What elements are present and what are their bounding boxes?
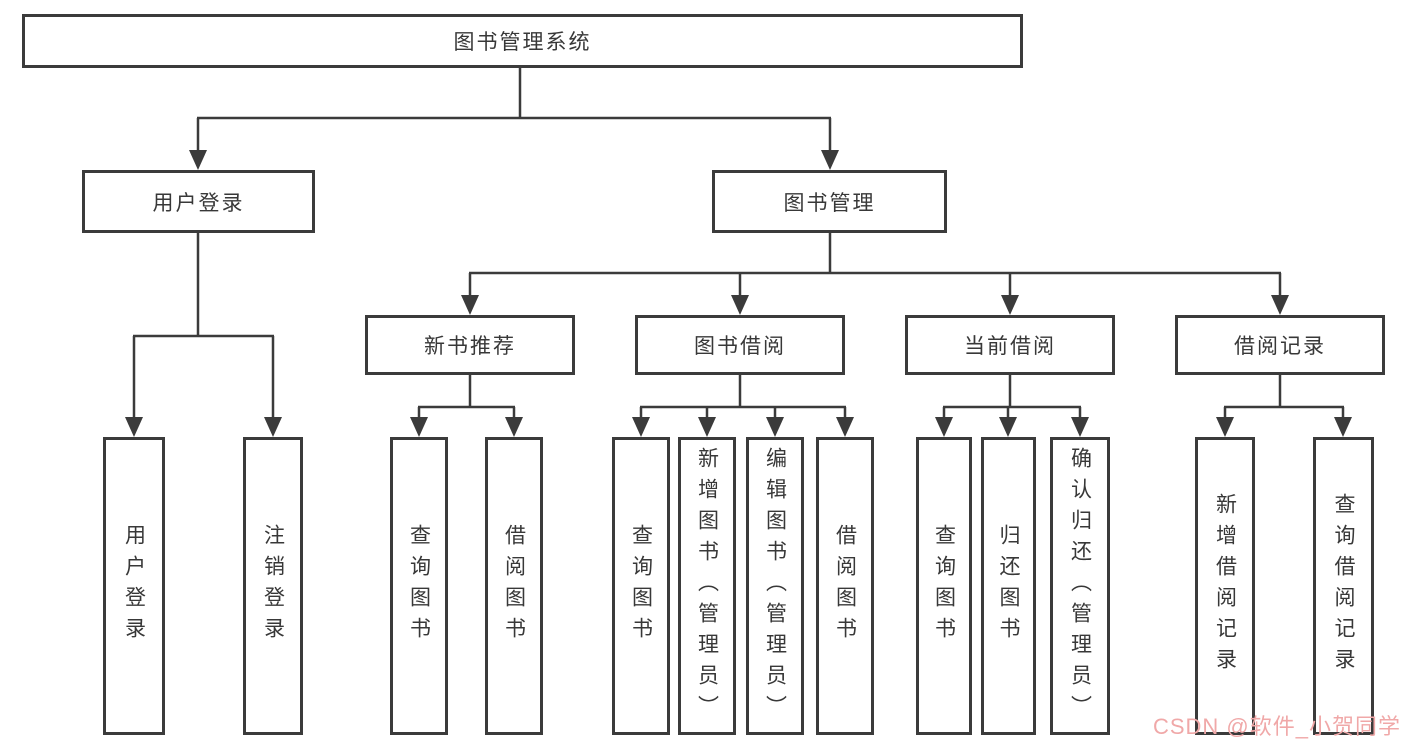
leaf-user-login: 用户登录 (103, 437, 165, 735)
arrow-head-icon (999, 417, 1017, 437)
leaf-confirm-return-admin: 确认归还（管理员） (1050, 437, 1110, 735)
leaf-label: 确认归还（管理员） (1068, 446, 1092, 726)
arrow-head-icon (264, 417, 282, 437)
node-book-management-system: 图书管理系统 (22, 14, 1023, 68)
leaf-borrow-books-recommend: 借阅图书 (485, 437, 543, 735)
leaf-label: 查询图书 (629, 524, 653, 648)
node-borrowing-records: 借阅记录 (1175, 315, 1385, 375)
arrow-head-icon (1216, 417, 1234, 437)
leaf-query-books-current: 查询图书 (916, 437, 972, 735)
arrow-head-icon (632, 417, 650, 437)
arrow-head-icon (698, 417, 716, 437)
leaf-query-books-recommend: 查询图书 (390, 437, 448, 735)
arrow-head-icon (1334, 417, 1352, 437)
arrow-head-icon (766, 417, 784, 437)
arrow-head-icon (1001, 295, 1019, 315)
leaf-add-book-admin: 新增图书（管理员） (678, 437, 736, 735)
arrow-head-icon (505, 417, 523, 437)
leaf-query-borrow-record: 查询借阅记录 (1313, 437, 1374, 735)
csdn-watermark: CSDN @软件_小贺同学 (1152, 714, 1401, 739)
leaf-label: 新增图书（管理员） (695, 446, 719, 726)
node-user-login: 用户登录 (82, 170, 315, 233)
arrow-head-icon (125, 417, 143, 437)
arrow-head-icon (731, 295, 749, 315)
leaf-label: 用户登录 (122, 524, 146, 648)
leaf-label: 查询借阅记录 (1332, 493, 1355, 679)
leaf-label: 编辑图书（管理员） (763, 446, 787, 726)
node-current-borrowing: 当前借阅 (905, 315, 1115, 375)
leaf-label: 借阅图书 (502, 524, 526, 648)
arrow-head-icon (935, 417, 953, 437)
arrow-head-icon (1071, 417, 1089, 437)
leaf-label: 归还图书 (997, 524, 1020, 648)
arrow-head-icon (410, 417, 428, 437)
node-book-management: 图书管理 (712, 170, 947, 233)
leaf-query-books-borrowing: 查询图书 (612, 437, 670, 735)
leaf-label: 查询图书 (932, 524, 956, 648)
arrow-head-icon (1271, 295, 1289, 315)
leaf-label: 借阅图书 (833, 524, 857, 648)
leaf-label: 注销登录 (261, 524, 285, 648)
leaf-return-book: 归还图书 (981, 437, 1036, 735)
leaf-label: 查询图书 (407, 524, 431, 648)
arrow-head-icon (836, 417, 854, 437)
node-new-book-recommend: 新书推荐 (365, 315, 575, 375)
leaf-edit-book-admin: 编辑图书（管理员） (746, 437, 804, 735)
node-book-borrowing: 图书借阅 (635, 315, 845, 375)
leaf-label: 新增借阅记录 (1213, 493, 1237, 679)
leaf-logout: 注销登录 (243, 437, 303, 735)
leaf-borrow-books-borrowing: 借阅图书 (816, 437, 874, 735)
arrow-head-icon (189, 150, 207, 170)
arrow-head-icon (461, 295, 479, 315)
arrow-head-icon (821, 150, 839, 170)
leaf-add-borrow-record: 新增借阅记录 (1195, 437, 1255, 735)
